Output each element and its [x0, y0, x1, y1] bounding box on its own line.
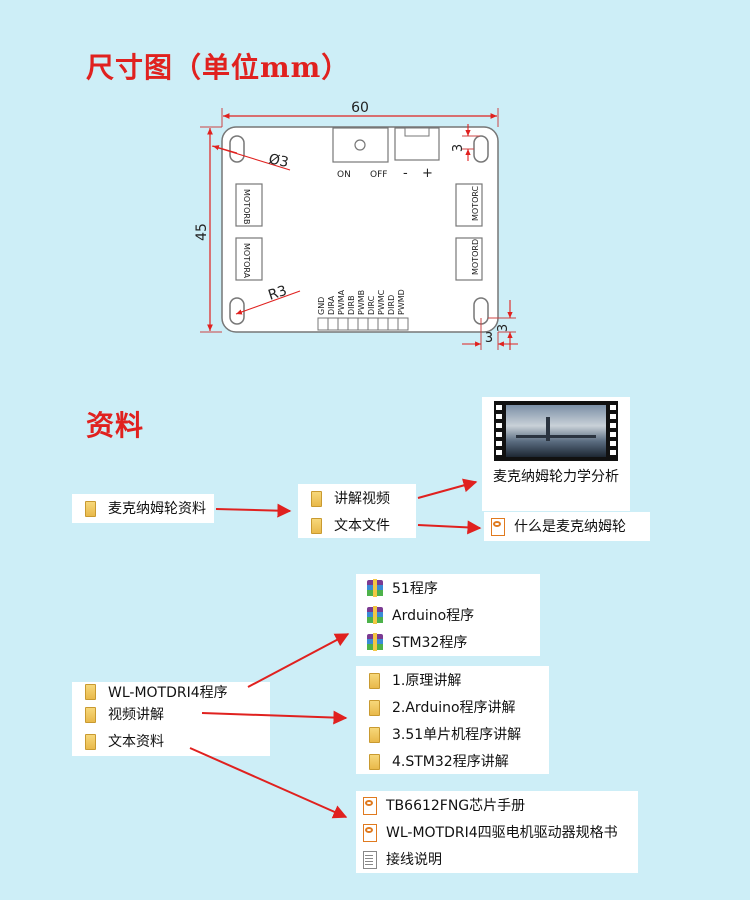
minus-label: -: [403, 166, 408, 181]
pin-label: DIRC: [367, 295, 376, 315]
dimension-heading: 尺寸图（单位mm）: [86, 51, 351, 84]
motord-connector: [455, 237, 483, 281]
pin-header: [317, 317, 409, 331]
folder-icon: [82, 682, 100, 700]
radius-label: R3: [266, 283, 289, 304]
video-film-strip: [494, 401, 618, 461]
folder-item[interactable]: 麦克纳姆轮资料: [72, 494, 214, 521]
root-folder-box: 麦克纳姆轮资料: [72, 494, 214, 523]
archive-icon: [366, 632, 384, 651]
file-item[interactable]: 什么是麦克纳姆轮: [484, 512, 650, 539]
archive-icon: [366, 605, 384, 624]
text-file-box: 什么是麦克纳姆轮: [484, 512, 650, 541]
file-item[interactable]: 接线说明: [356, 845, 638, 872]
folder-item[interactable]: WL-MOTDRI4程序: [72, 682, 270, 701]
file-item[interactable]: WL-MOTDRI4四驱电机驱动器规格书: [356, 818, 638, 845]
switch-off-label: OFF: [370, 170, 387, 180]
root-items-box: WL-MOTDRI4程序 视频讲解 文本资料: [72, 682, 270, 756]
file-item[interactable]: TB6612FNG芯片手册: [356, 791, 638, 818]
board-outline: [221, 126, 499, 333]
motorb-connector: [235, 183, 263, 227]
folder-icon: [366, 725, 384, 743]
hole-label: Ø3: [267, 151, 290, 171]
pin-label: DIRA: [327, 295, 336, 315]
width-label: 60: [351, 100, 369, 116]
archive-item[interactable]: 51程序: [356, 574, 540, 601]
docs-box: TB6612FNG芯片手册 WL-MOTDRI4四驱电机驱动器规格书 接线说明: [356, 791, 638, 873]
arrow: [417, 478, 478, 499]
arrow: [417, 520, 482, 535]
plus-label: +: [422, 166, 433, 181]
folder-icon: [366, 752, 384, 770]
folder-item[interactable]: 2.Arduino程序讲解: [356, 693, 549, 720]
connector-arrows: [189, 478, 482, 819]
folder-item[interactable]: 讲解视频: [298, 484, 416, 511]
height-label: 45: [194, 223, 210, 241]
archive-item[interactable]: STM32程序: [356, 628, 540, 655]
pin-label: PWMB: [357, 290, 366, 315]
motorc-label: MOTORC: [471, 185, 480, 221]
folder-icon: [308, 516, 326, 534]
video-thumbnail-box[interactable]: 麦克纳姆轮力学分析: [482, 397, 630, 511]
folder-icon: [366, 671, 384, 689]
document-icon: [488, 517, 506, 536]
pin-label: PWMA: [337, 289, 346, 315]
folder-item[interactable]: 3.51单片机程序讲解: [356, 720, 549, 747]
corner-x-label: 3: [485, 331, 493, 346]
folder-item[interactable]: 文本资料: [72, 727, 270, 754]
switch-on-label: ON: [337, 170, 351, 180]
top-offset-label: 3: [451, 144, 466, 152]
folder-item[interactable]: 1.原理讲解: [356, 666, 549, 693]
arrow: [201, 710, 348, 725]
programs-box: 51程序 Arduino程序 STM32程序: [356, 574, 540, 656]
mount-hole-tl: [229, 135, 245, 163]
folder-icon: [82, 732, 100, 750]
motora-connector: [235, 237, 263, 281]
folder-item[interactable]: 文本文件: [298, 511, 416, 538]
video-title: 麦克纳姆轮力学分析: [493, 469, 619, 485]
subfolder-box: 讲解视频 文本文件: [298, 484, 416, 538]
pin-label: DIRD: [387, 295, 396, 315]
motorb-label: MOTORB: [242, 189, 251, 224]
dimension-drawing: 60 45 Ø3 R3 3 3 3 ON OFF - + MOTORB MOTO…: [194, 100, 518, 350]
pin-label: GND: [317, 297, 326, 315]
text-document-icon: [360, 850, 378, 869]
folder-item[interactable]: 4.STM32程序讲解: [356, 747, 549, 774]
pdf-icon: [360, 823, 378, 842]
archive-icon: [366, 578, 384, 597]
arrow: [189, 747, 348, 819]
pdf-icon: [360, 796, 378, 815]
motora-label: MOTORA: [242, 243, 251, 279]
folder-icon: [82, 705, 100, 723]
folder-icon: [308, 489, 326, 507]
folder-icon: [366, 698, 384, 716]
pin-label: PWMD: [397, 289, 406, 315]
folder-icon: [82, 499, 100, 517]
motorc-connector: [455, 183, 483, 227]
archive-item[interactable]: Arduino程序: [356, 601, 540, 628]
video-thumbnail: [506, 405, 606, 457]
corner-y-label: 3: [496, 324, 511, 332]
videos-box: 1.原理讲解 2.Arduino程序讲解 3.51单片机程序讲解 4.STM32…: [356, 666, 549, 774]
materials-heading: 资料: [86, 409, 145, 442]
pin-label: PWMC: [377, 289, 386, 315]
arrow: [247, 633, 350, 688]
motord-label: MOTORD: [471, 239, 480, 275]
folder-item[interactable]: 视频讲解: [72, 700, 270, 727]
power-switch: [332, 127, 389, 163]
pin-label: DIRB: [347, 295, 356, 315]
arrow: [215, 503, 292, 518]
